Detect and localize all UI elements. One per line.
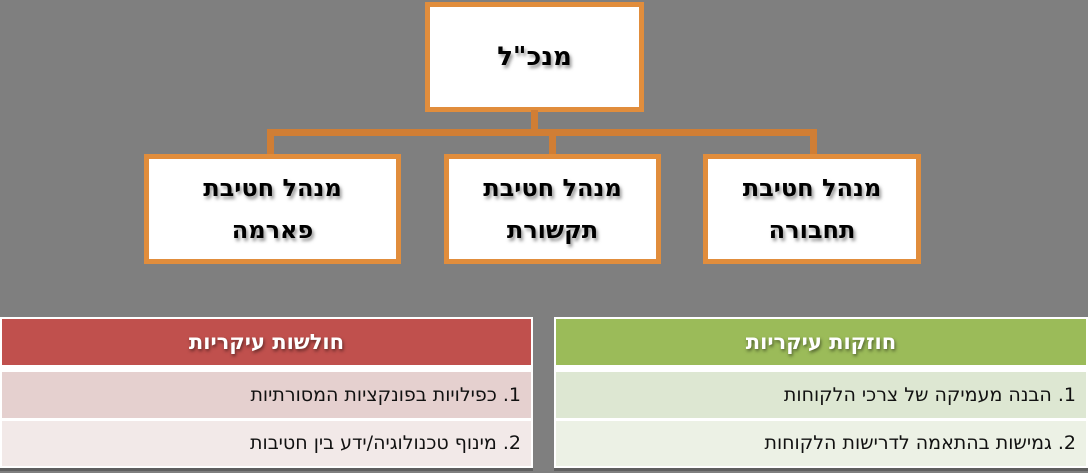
org-node-pharma-label-line1: מנהל חטיבת [203, 174, 342, 202]
connector-horizontal-bar [267, 129, 817, 136]
strengths-row-1: 1. הבנה מעמיקה של צרכי הלקוחות [556, 372, 1086, 418]
org-node-transport-label-line1: מנהל חטיבת [742, 174, 882, 202]
connector-drop-left [267, 134, 274, 156]
connector-drop-middle [549, 134, 556, 156]
org-node-transport: מנהל חטיבת תחבורה [703, 154, 921, 264]
org-node-ceo: מנכ"ל [425, 2, 644, 112]
org-node-telecom-label-line1: מנהל חטיבת [483, 174, 622, 202]
org-node-transport-label-line2: תחבורה [768, 216, 856, 244]
org-node-telecom-label-line2: תקשורת [506, 216, 599, 244]
org-node-pharma: מנהל חטיבת פארמה [144, 154, 401, 264]
weaknesses-row-1: 1. כפילויות בפונקציות המסורתיות [2, 372, 531, 418]
org-node-pharma-label-line2: פארמה [231, 216, 314, 244]
weaknesses-table-header: חולשות עיקריות [2, 319, 531, 365]
strengths-row-2: 2. גמישות בהתאמה לדרישות הלקוחות [556, 421, 1086, 466]
weaknesses-row-2: 2. מינוף טכנולוגיה/ידע בין חטיבות [2, 421, 531, 466]
org-node-ceo-label: מנכ"ל [497, 42, 572, 72]
strengths-table: חוזקות עיקריות 1. הבנה מעמיקה של צרכי הל… [554, 317, 1088, 471]
strengths-table-header: חוזקות עיקריות [556, 319, 1086, 365]
connector-root-vertical [531, 110, 538, 132]
org-node-telecom: מנהל חטיבת תקשורת [444, 154, 661, 264]
connector-drop-right [810, 134, 817, 156]
weaknesses-table: חולשות עיקריות 1. כפילויות בפונקציות המס… [0, 317, 533, 471]
